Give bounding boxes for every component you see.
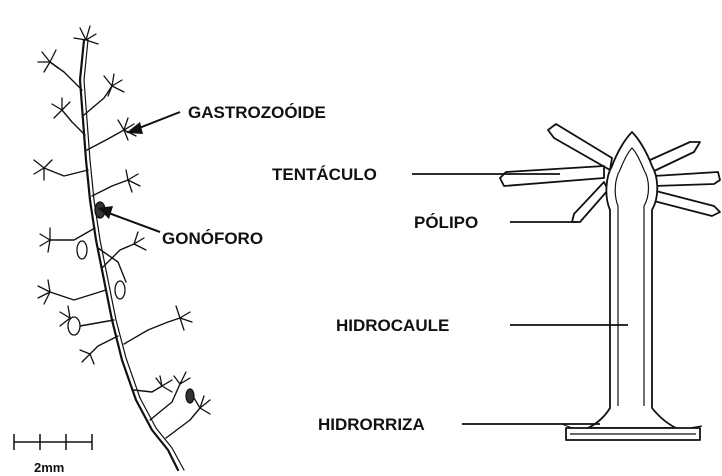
gonophore [115, 281, 125, 299]
label-tentaculo: TENTÁCULO [272, 165, 377, 184]
tentacle [650, 190, 720, 216]
colony-branch [90, 336, 118, 354]
gonoforo-arrow [106, 212, 160, 232]
colony-branch [87, 130, 124, 150]
colony-branch [124, 318, 180, 344]
colony-branch [92, 180, 128, 196]
colony-branch [84, 86, 112, 115]
colony-main-stem [80, 40, 178, 470]
label-hidrorriza: HIDRORRIZA [318, 415, 425, 434]
gonophore [68, 317, 80, 335]
leader-lines [412, 174, 628, 424]
label-polipo: PÓLIPO [414, 213, 478, 232]
colony-branch [102, 244, 134, 268]
label-arrows [98, 112, 180, 232]
colony-branch [150, 384, 180, 420]
label-gastrozooide: GASTROZOÓIDE [188, 103, 326, 122]
tentacle [548, 124, 612, 170]
gonophore [186, 389, 194, 403]
label-hidrocaule: HIDROCAULE [336, 316, 449, 335]
label-gonoforo: GONÓFORO [162, 229, 263, 248]
polyp-schematic [500, 124, 720, 440]
tentacle [654, 172, 720, 186]
scale-bar [14, 434, 92, 450]
colony-branch [134, 386, 162, 392]
colony-branch [166, 408, 200, 438]
scale-bar-label: 2mm [34, 460, 64, 475]
tentacle [500, 166, 604, 186]
colony-branch [50, 290, 106, 300]
colony-illustration [34, 26, 210, 470]
gonophore [77, 241, 87, 259]
tentacle [650, 142, 700, 172]
tentacle [572, 182, 608, 222]
colony-branch [50, 228, 95, 240]
colony-branch [44, 168, 88, 176]
